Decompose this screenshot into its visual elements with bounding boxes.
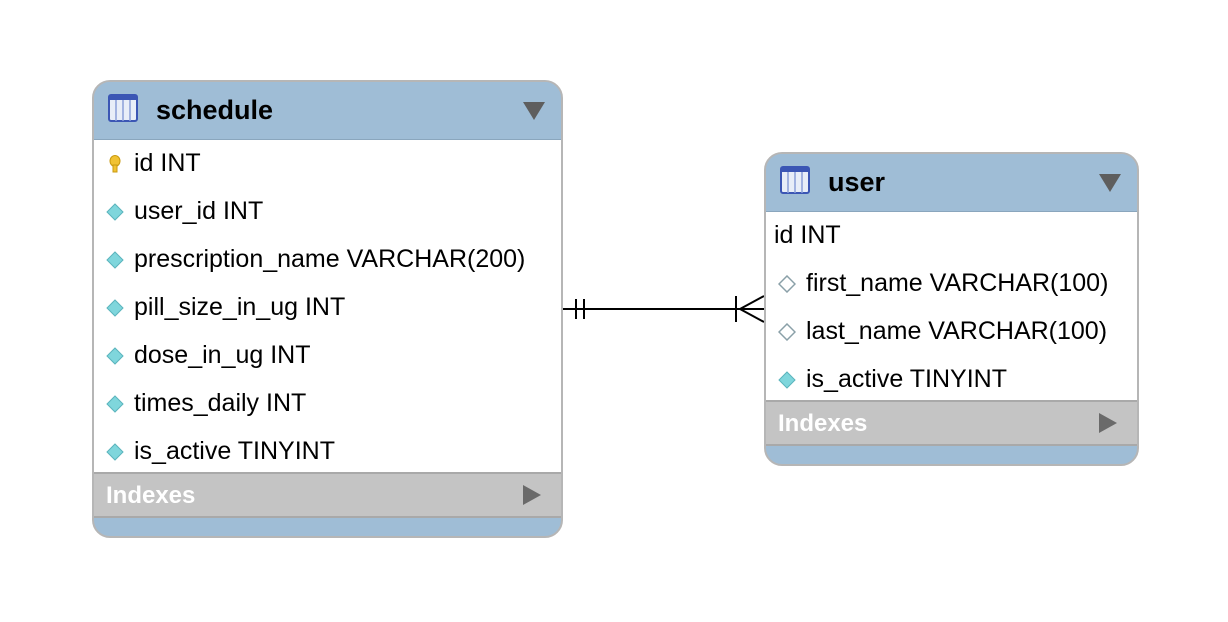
schedule-table[interactable]: schedule id INT user_id INT: [92, 80, 563, 538]
schedule-column-list: id INT user_id INT prescription_name VAR…: [94, 140, 561, 472]
column-diamond-icon: [778, 371, 796, 389]
column-label: prescription_name VARCHAR(200): [134, 245, 526, 273]
column-label: id INT: [774, 221, 841, 249]
collapse-triangle-icon[interactable]: [1099, 174, 1121, 192]
column-row[interactable]: is_active TINYINT: [94, 428, 561, 476]
user-table-header[interactable]: user: [766, 154, 1137, 212]
user-table-title: user: [828, 167, 886, 197]
collapse-triangle-icon[interactable]: [523, 102, 545, 120]
nullable-diamond-icon: [778, 323, 796, 341]
column-diamond-icon: [106, 443, 124, 461]
indexes-label: Indexes: [106, 482, 196, 509]
user-indexes-section[interactable]: Indexes: [766, 400, 1137, 446]
column-label: dose_in_ug INT: [134, 341, 311, 369]
column-label: user_id INT: [134, 197, 264, 225]
schedule-table-header[interactable]: schedule: [94, 82, 561, 140]
column-diamond-icon: [106, 203, 124, 221]
column-row[interactable]: pill_size_in_ug INT: [94, 284, 561, 332]
column-label: is_active TINYINT: [806, 365, 1007, 393]
column-label: pill_size_in_ug INT: [134, 293, 346, 321]
primary-key-icon: [109, 155, 121, 173]
user-column-list: id INT first_name VARCHAR(100) last_name…: [766, 212, 1137, 400]
one-and-only-one-marker: [575, 299, 585, 319]
column-label: times_daily INT: [134, 389, 307, 417]
column-diamond-icon: [106, 347, 124, 365]
column-label: last_name VARCHAR(100): [806, 317, 1108, 345]
column-row[interactable]: id INT: [94, 140, 561, 188]
expand-triangle-icon[interactable]: [1099, 413, 1117, 433]
column-row[interactable]: is_active TINYINT: [766, 356, 1137, 404]
column-label: first_name VARCHAR(100): [806, 269, 1109, 297]
indexes-label: Indexes: [778, 410, 868, 437]
table-icon: [108, 94, 138, 122]
column-row[interactable]: user_id INT: [94, 188, 561, 236]
schedule-table-title: schedule: [156, 95, 274, 125]
column-label: id INT: [134, 149, 201, 177]
column-row[interactable]: prescription_name VARCHAR(200): [94, 236, 561, 284]
schedule-indexes-section[interactable]: Indexes: [94, 472, 561, 518]
user-table[interactable]: user id INT first_name VARCHAR(100) last…: [764, 152, 1139, 466]
column-row[interactable]: times_daily INT: [94, 380, 561, 428]
column-diamond-icon: [106, 299, 124, 317]
column-row[interactable]: dose_in_ug INT: [94, 332, 561, 380]
table-icon: [780, 166, 810, 194]
nullable-diamond-icon: [778, 275, 796, 293]
expand-triangle-icon[interactable]: [523, 485, 541, 505]
column-row[interactable]: last_name VARCHAR(100): [766, 308, 1137, 356]
column-diamond-icon: [106, 251, 124, 269]
one-or-many-marker: [735, 295, 765, 323]
column-row[interactable]: id INT: [766, 212, 1137, 260]
column-diamond-icon: [106, 395, 124, 413]
column-row[interactable]: first_name VARCHAR(100): [766, 260, 1137, 308]
column-label: is_active TINYINT: [134, 437, 335, 465]
